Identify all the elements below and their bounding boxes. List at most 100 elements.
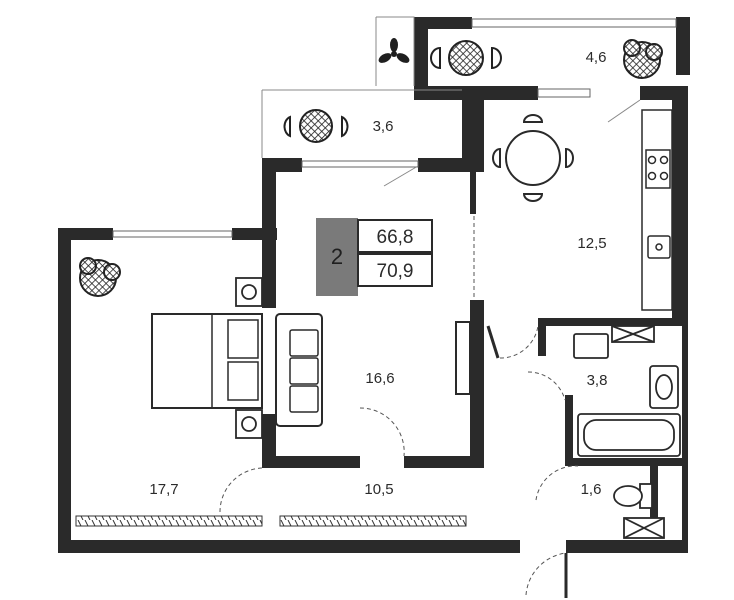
wall-bottom-right [566,540,688,553]
bathtub-inner [583,419,675,451]
window-kitchen [537,88,591,98]
room-label-bedroom: 17,7 [149,481,178,498]
wall-bedroom-living-lower [262,414,276,466]
washing-machine-icon [573,333,609,359]
bed-pillow-bottom [227,361,259,401]
fan-icon [378,38,410,63]
walls [58,17,690,553]
nightstands [235,277,263,439]
badge-area-box-living [357,219,433,253]
balcony-left-chair-left [283,115,291,138]
wall-bath-top [538,318,688,326]
wall-living-top [262,158,302,172]
badge-room-count-box [316,218,358,296]
room-label-living: 16,6 [365,370,394,387]
room-labels: 4,6 3,6 12,5 16,6 3,8 17,7 10,5 1,6 [149,49,607,498]
balcony-top-door [607,99,641,123]
area-badge: 2 66,8 70,9 [316,218,433,296]
plant-bedroom-icon [79,257,121,297]
room-label-hall: 10,5 [364,481,393,498]
door-bath-swing [527,371,566,401]
dining-chair-bottom [522,193,544,202]
lamp-top-icon [241,284,257,300]
wall-top-balcony-right [676,17,690,75]
wall-living-kitchen-upper [470,172,476,214]
wall-wc-left [578,458,586,466]
wall-bath-bottom [565,458,688,466]
room-label-bathroom: 3,8 [587,372,608,389]
wall-living-kitchen [470,300,484,466]
balcony-outlines [261,16,641,187]
badge-area-box-total [357,253,433,287]
counter-top [641,109,673,311]
balcony-left-table-surface [299,109,333,143]
balcony-left-chair-right [341,115,349,138]
wall-bedroom-top-left [58,228,113,240]
sofa-cushion-3 [289,385,319,413]
wall-core-vertical [462,86,484,172]
balcony-top-chair-right [491,46,502,70]
wall-kitchen-top-right [640,86,688,100]
dining-table [492,114,574,202]
dining-chair-left [492,147,501,169]
wall-bedroom-living [262,158,276,308]
kitchen-counter [641,109,673,311]
balcony-top-chair-left [430,46,441,70]
room-label-balcony-top: 4,6 [586,49,607,66]
door-bath-leaf [486,325,500,359]
bathroom-fixtures [573,325,681,457]
wall-bottom-left [58,540,520,553]
balcony-top-table-surface [448,40,484,76]
wall-right [672,86,688,318]
wall-top-balcony-top [414,17,472,29]
balcony-left-door [383,165,419,187]
wall-top-balcony-top-right [676,17,690,29]
dining-chair-top [522,114,544,123]
room-label-kitchen: 12,5 [577,235,606,252]
wall-wc-right-inner [650,458,658,518]
plant-balcony-icon [623,39,663,79]
wall-top-balcony-left [414,17,428,100]
door-wc-swing [535,465,579,501]
door-leaves [486,325,568,598]
sofa [275,313,323,427]
balcony-left-outline [261,89,462,158]
wall-bath-left [565,395,573,465]
tv-stand [455,321,471,395]
wall-left [58,228,71,553]
lamp-bottom-icon [241,416,257,432]
wall-bath-left-top [538,318,546,356]
sofa-cushion-2 [289,357,319,385]
wall-core-top [418,86,538,100]
balcony-left-table [283,109,349,143]
radiators [75,515,467,527]
window-bedroom [112,230,233,238]
room-label-balcony-left: 3,6 [373,118,394,135]
door-entry-swing [525,552,567,596]
badge-room-count: 2 [331,244,343,269]
wall-right-lower [682,318,688,553]
badge-area-living: 66,8 [377,227,414,248]
radiator-bedroom [75,515,263,527]
room-label-wc: 1,6 [581,481,602,498]
wall-living-bottom-right [404,456,484,468]
balcony-top-outline [375,16,415,86]
dining-chair-right [565,147,574,169]
door-living-swing [359,407,405,457]
radiator-hall [279,515,467,527]
windows [112,18,677,238]
wc-fixtures [613,483,665,539]
sofa-cushion-1 [289,329,319,357]
wall-living-bottom-left [262,456,360,468]
toilet-icon [613,485,643,507]
bed-pillow-top [227,319,259,359]
stove-icon [645,149,671,189]
door-bedroom-swing [219,467,263,513]
window-living [301,160,419,168]
door-swings [219,216,579,596]
dining-table-surface [505,130,561,186]
badge-area-total: 70,9 [377,261,414,282]
window-top-balcony [471,18,677,28]
bed [151,313,263,409]
